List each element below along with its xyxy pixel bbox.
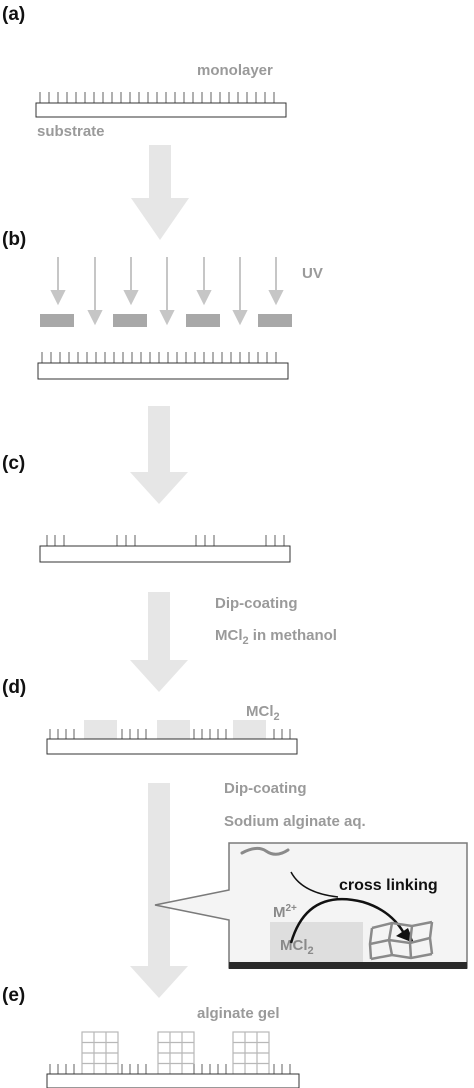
mask-block — [113, 314, 147, 327]
alginate-chain — [240, 846, 290, 856]
mcl2-region — [270, 922, 363, 964]
panel-label-d: (d) — [2, 677, 26, 698]
metal-ion-label: M2+ — [273, 903, 297, 921]
mcl2-block — [84, 720, 117, 739]
cross-linking-label: cross linking — [339, 877, 438, 894]
patterned-monolayer-c — [46, 535, 285, 546]
crosslink-arrow — [289, 897, 408, 944]
gel-block — [232, 1031, 270, 1075]
panel-label-b: (b) — [2, 229, 26, 250]
uv-ray — [123, 257, 139, 306]
substrate-d — [46, 738, 298, 755]
alginate-gel-blocks — [81, 1031, 270, 1075]
uv-ray — [196, 257, 212, 306]
substrate-c — [39, 545, 291, 563]
gel-block — [81, 1031, 119, 1075]
step-de-line1: Dip-coating — [224, 780, 307, 797]
step-de-line2: Sodium alginate aq. — [224, 813, 366, 830]
substrate-e — [46, 1073, 300, 1088]
substrate-label: substrate — [37, 123, 105, 140]
step-cd-line1: Dip-coating — [215, 595, 298, 612]
mcl2-block — [157, 720, 190, 739]
alginate-gel-label: alginate gel — [197, 1005, 280, 1022]
photomask — [40, 314, 292, 327]
patterned-monolayer-d — [49, 729, 291, 739]
substrate-a — [35, 102, 287, 118]
step-cd-line2: MCl2 in methanol — [215, 627, 337, 647]
monolayer-a — [39, 92, 275, 103]
monolayer-b — [41, 352, 277, 363]
patterned-monolayer-e — [49, 1064, 291, 1074]
mcl2-block — [233, 720, 266, 739]
arrow-c-to-d — [130, 592, 188, 692]
uv-ray — [232, 257, 248, 326]
uv-ray — [268, 257, 284, 306]
uv-label: UV — [302, 265, 323, 282]
mask-block — [258, 314, 292, 327]
uv-ray — [87, 257, 103, 326]
mcl2-inset-label: MCl2 — [280, 937, 314, 957]
arrow-b-to-c — [130, 406, 188, 504]
pathway-line — [290, 871, 339, 898]
substrate-b — [37, 362, 289, 380]
inset-substrate — [229, 962, 467, 969]
gel-block — [157, 1031, 195, 1075]
panel-label-e: (e) — [2, 985, 25, 1006]
crosslinking-inset: cross linking M2+ MCl2 — [154, 842, 468, 969]
uv-rays — [50, 257, 284, 326]
uv-ray — [50, 257, 66, 306]
arrow-d-to-e — [130, 783, 188, 998]
mask-block — [186, 314, 220, 327]
process-arrows — [130, 145, 189, 998]
panel-label-c: (c) — [2, 453, 25, 474]
mask-block — [40, 314, 74, 327]
arrow-a-to-b — [131, 145, 189, 240]
mcl2-blocks — [84, 720, 266, 739]
monolayer-label: monolayer — [197, 62, 273, 79]
mcl2-label: MCl2 — [246, 703, 280, 723]
gel-network — [368, 920, 434, 961]
uv-ray — [159, 257, 175, 326]
panel-label-a: (a) — [2, 4, 25, 25]
